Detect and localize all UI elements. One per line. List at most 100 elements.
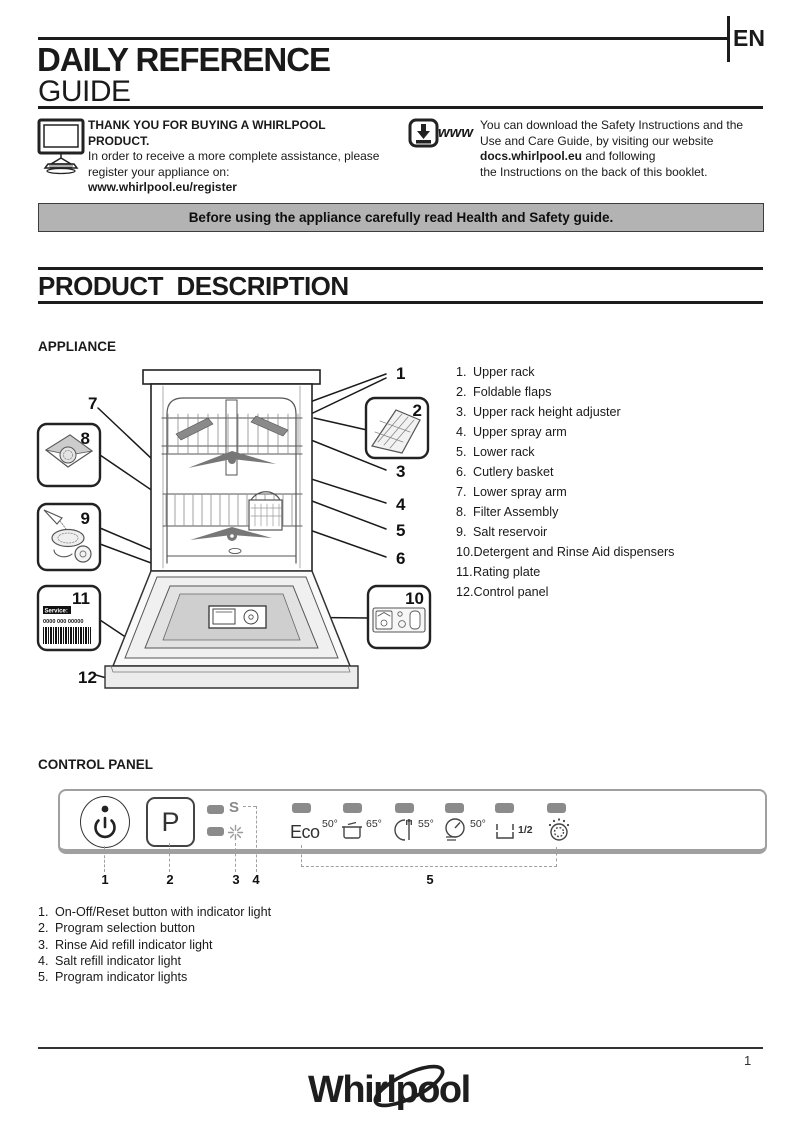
- callout-2-number: 2: [413, 401, 422, 420]
- part-row: 4.Upper spray arm: [456, 425, 567, 439]
- program-led-rinse: [547, 803, 566, 813]
- program-led-halfload: [495, 803, 514, 813]
- register-link: www.whirlpool.eu/register: [88, 180, 237, 194]
- download-block: You can download the Safety Instructions…: [480, 118, 770, 180]
- callout-1-number: 1: [396, 364, 405, 383]
- download-line2: Use and Care Guide, by visiting our webs…: [480, 133, 714, 148]
- part-row: 11.Rating plate: [456, 565, 541, 579]
- download-line3-rest: and following: [582, 149, 656, 163]
- download-line3: docs.whirlpool.eu and following: [480, 149, 770, 165]
- half-load-icon: [496, 824, 514, 839]
- doc-title-line2: GUIDE: [38, 75, 131, 108]
- callout-4-number: 4: [396, 495, 406, 514]
- leader-5-bracket: [301, 866, 557, 867]
- service-label: Service:: [45, 609, 68, 615]
- service-number: 0000 000 00000: [43, 619, 83, 625]
- callout-3-number: 3: [396, 462, 405, 481]
- pot-temp: 65°: [366, 818, 382, 830]
- plate-soak-icon: [445, 818, 465, 841]
- rinse-aid-indicator-led: [207, 827, 224, 836]
- control-panel-heading: CONTROL PANEL: [38, 757, 154, 772]
- cp-callout-4: 4: [252, 872, 260, 887]
- callout-dispensers: 10: [366, 584, 432, 650]
- pd-top-rule: [38, 267, 763, 270]
- section-title: PRODUCT DESCRIPTION: [38, 271, 349, 301]
- leader-4-v: [256, 806, 257, 872]
- dishwasher-cabinet: [142, 369, 321, 572]
- pd-bottom-rule: [38, 301, 763, 304]
- safety-banner: Before using the appliance carefully rea…: [38, 203, 764, 232]
- register-heading: THANK YOU FOR BUYING A WHIRLPOOL PRODUCT…: [88, 118, 326, 148]
- callout-9-number: 9: [81, 509, 90, 528]
- download-line1: You can download the Safety Instructions…: [480, 118, 744, 132]
- program-led-soak: [445, 803, 464, 813]
- leader-5-right: [556, 847, 557, 867]
- pot-icon: [342, 821, 362, 839]
- leader-1: [104, 846, 105, 872]
- en-divider: [727, 16, 730, 62]
- part-row: 8.Filter Assembly: [456, 505, 559, 519]
- power-button-icon: [94, 805, 116, 839]
- program-led-eco: [292, 803, 311, 813]
- title-bottom-rule: [38, 106, 763, 109]
- leader-2: [169, 843, 170, 872]
- callout-10-number: 10: [405, 589, 424, 608]
- callout-foldable-flaps: 2: [364, 396, 430, 460]
- cp-callout-5: 5: [426, 872, 434, 887]
- detergent-dispenser: [208, 605, 267, 629]
- soak-temp: 50°: [470, 818, 486, 830]
- cutlery-basket: [248, 491, 283, 531]
- program-led-pot: [343, 803, 362, 813]
- lower-spray-arm: [190, 527, 272, 541]
- appliance-heading: APPLIANCE: [38, 339, 117, 354]
- program-led-glass: [395, 803, 414, 813]
- rinse-icon: [548, 818, 570, 841]
- control-panel: [58, 789, 767, 854]
- page-number: 1: [744, 1053, 752, 1068]
- foldable-flap-left: [175, 417, 214, 441]
- part-row: 10.Detergent and Rinse Aid dispensers: [456, 545, 675, 559]
- appliance-parts-list: 1.Upper rack 2.Foldable flaps 3.Upper ra…: [456, 362, 674, 602]
- legend-row: 3.Rinse Aid refill indicator light: [38, 937, 213, 952]
- desktop-computer-icon: [37, 118, 85, 175]
- salt-indicator-letter: S: [229, 799, 240, 816]
- callout-11-number: 11: [72, 589, 90, 608]
- glass-temp: 55°: [418, 818, 434, 830]
- part-row: 3.Upper rack height adjuster: [456, 405, 621, 419]
- callout-5-number: 5: [396, 521, 405, 540]
- callout-salt-reservoir: 9: [36, 502, 102, 572]
- register-block: THANK YOU FOR BUYING A WHIRLPOOL PRODUCT…: [88, 118, 388, 196]
- register-line2: register your appliance on:: [88, 164, 230, 179]
- callout-rating-plate: Service: 0000 000 00000 11: [36, 584, 102, 652]
- program-selection-button[interactable]: P: [146, 797, 195, 847]
- legend-row: 1.On-Off/Reset button with indicator lig…: [38, 905, 272, 919]
- part-row: 6.Cutlery basket: [456, 465, 554, 479]
- www-label: www: [438, 124, 474, 141]
- language-badge: EN: [733, 25, 765, 51]
- leader-5-left: [301, 845, 302, 867]
- upper-spray-arm: [188, 451, 276, 468]
- callout-7-number: 7: [88, 394, 97, 413]
- legend-row: 4.Salt refill indicator light: [38, 953, 181, 968]
- eco-label: Eco: [290, 822, 320, 842]
- register-line1: In order to receive a more complete assi…: [88, 149, 380, 163]
- doc-title-line1: DAILY REFERENCE: [37, 41, 331, 78]
- part-row: 9.Salt reservoir: [456, 525, 548, 539]
- glass-cutlery-icon: [394, 819, 412, 841]
- callout-12-number: 12: [78, 668, 97, 687]
- legend-row: 5.Program indicator lights: [38, 970, 188, 985]
- on-off-button[interactable]: [80, 796, 130, 848]
- rinse-aid-star-icon: [227, 824, 244, 841]
- cp-callout-2: 2: [166, 872, 174, 887]
- download-link: docs.whirlpool.eu: [480, 149, 583, 163]
- top-rule: [38, 37, 727, 40]
- control-panel-legend: 1.On-Off/Reset button with indicator lig…: [38, 904, 271, 985]
- part-row: 12.Control panel: [456, 585, 549, 599]
- whirlpool-logo: Whirlpool: [308, 1064, 471, 1111]
- filter-location: [228, 547, 242, 555]
- halfload-label: 1/2: [518, 824, 533, 836]
- legend-row: 2.Program selection button: [38, 921, 196, 936]
- callout-filter-assembly: 8: [36, 422, 102, 488]
- cp-callout-3: 3: [232, 872, 240, 887]
